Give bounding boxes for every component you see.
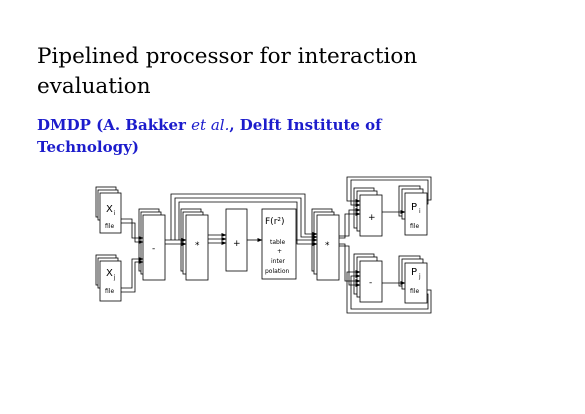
subtract-unit-bottom — [353, 253, 383, 303]
add-unit-top — [353, 187, 383, 237]
x-file-bottom-symbol: Xj — [106, 268, 116, 281]
x-file-bottom — [95, 254, 122, 302]
subtract-unit — [138, 208, 166, 281]
subtitle: DMDP (A. Bakker et al., Delft Institute … — [37, 114, 457, 158]
subtitle-authors: DMDP (A. Bakker — [37, 116, 192, 134]
page-title: Pipelined processor for interaction eval… — [37, 44, 418, 99]
data-flow-lines — [121, 176, 432, 314]
table-unit-line-inter: inter — [271, 258, 286, 265]
x-file-top-caption: file — [105, 223, 114, 230]
x-file-bottom-caption: file — [105, 288, 114, 295]
subtract-unit-bottom-label: - — [369, 278, 372, 288]
multiply-unit-2 — [311, 208, 340, 281]
add-unit-label: + — [233, 239, 241, 249]
p-file-bottom-caption: file — [410, 288, 419, 295]
subtract-unit-label: - — [152, 244, 155, 254]
table-unit — [261, 208, 297, 280]
multiply-unit — [180, 208, 209, 281]
multiply-unit-label: * — [195, 241, 200, 251]
p-file-bottom — [398, 255, 428, 304]
p-file-top — [398, 185, 428, 236]
table-unit-line-plus: + — [277, 248, 282, 255]
add-unit-top-label: + — [368, 213, 376, 223]
table-unit-line-table: table — [270, 239, 286, 246]
multiply-unit-2-label: * — [325, 241, 330, 251]
x-file-top-symbol: Xi — [106, 204, 116, 217]
subtitle-institute: , Delft Institute of Technology) — [37, 116, 382, 156]
subtitle-et-al: et al. — [191, 116, 230, 134]
p-file-top-caption: file — [410, 223, 419, 230]
table-unit-line-polation: polation — [265, 268, 290, 275]
x-file-top — [95, 186, 122, 234]
table-unit-function: F(r²) — [265, 217, 285, 227]
